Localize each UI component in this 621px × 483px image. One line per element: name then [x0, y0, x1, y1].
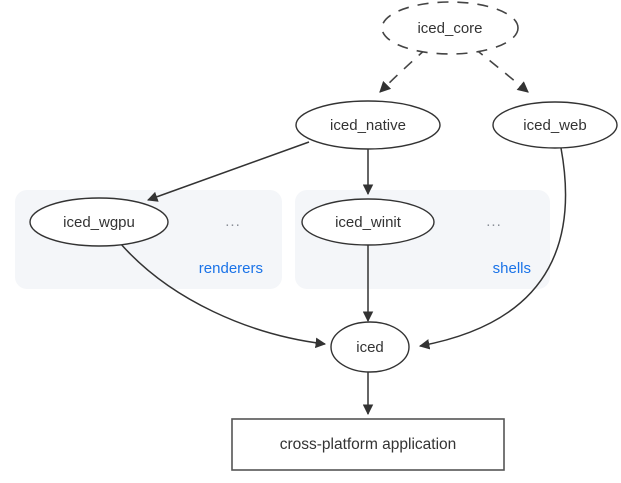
- node-iced-native-label: iced_native: [330, 117, 406, 134]
- group-shells-ellipsis: ...: [486, 213, 502, 230]
- node-iced[interactable]: iced: [330, 321, 410, 373]
- edge-iced-wgpu-to-iced: [119, 242, 327, 349]
- node-iced-core-shape[interactable]: [381, 1, 519, 55]
- edge-iced-core-to-iced-native: [379, 47, 428, 93]
- node-iced-wgpu-shape[interactable]: [29, 197, 169, 247]
- node-iced-native-shape[interactable]: [295, 100, 441, 150]
- node-iced-winit[interactable]: iced_winit: [301, 198, 435, 246]
- edge-iced-native-to-iced-wgpu: [147, 141, 310, 202]
- node-application-shape[interactable]: [231, 418, 505, 471]
- group-renderers-label: renderers: [199, 260, 263, 277]
- node-iced-winit-label: iced_winit: [335, 214, 402, 231]
- group-shells-label: shells: [493, 260, 531, 277]
- edge-iced-core-to-iced-web: [473, 47, 529, 93]
- node-iced-web-shape[interactable]: [492, 101, 618, 149]
- node-iced-core-label: iced_core: [417, 20, 482, 37]
- group-renderers-ellipsis: ...: [225, 213, 241, 230]
- node-application-label: cross-platform application: [280, 436, 457, 453]
- node-iced-wgpu[interactable]: iced_wgpu: [29, 197, 169, 247]
- node-iced-winit-shape[interactable]: [301, 198, 435, 246]
- node-iced-shape[interactable]: [330, 321, 410, 373]
- edge-iced-web-to-iced: [418, 147, 567, 350]
- node-application[interactable]: cross-platform application: [231, 418, 505, 471]
- node-iced-web[interactable]: iced_web: [492, 101, 618, 149]
- node-iced-core[interactable]: iced_core: [381, 1, 519, 55]
- node-iced-label: iced: [356, 339, 384, 356]
- node-iced-web-label: iced_web: [523, 117, 586, 134]
- node-iced-native[interactable]: iced_native: [295, 100, 441, 150]
- node-iced-wgpu-label: iced_wgpu: [63, 214, 135, 231]
